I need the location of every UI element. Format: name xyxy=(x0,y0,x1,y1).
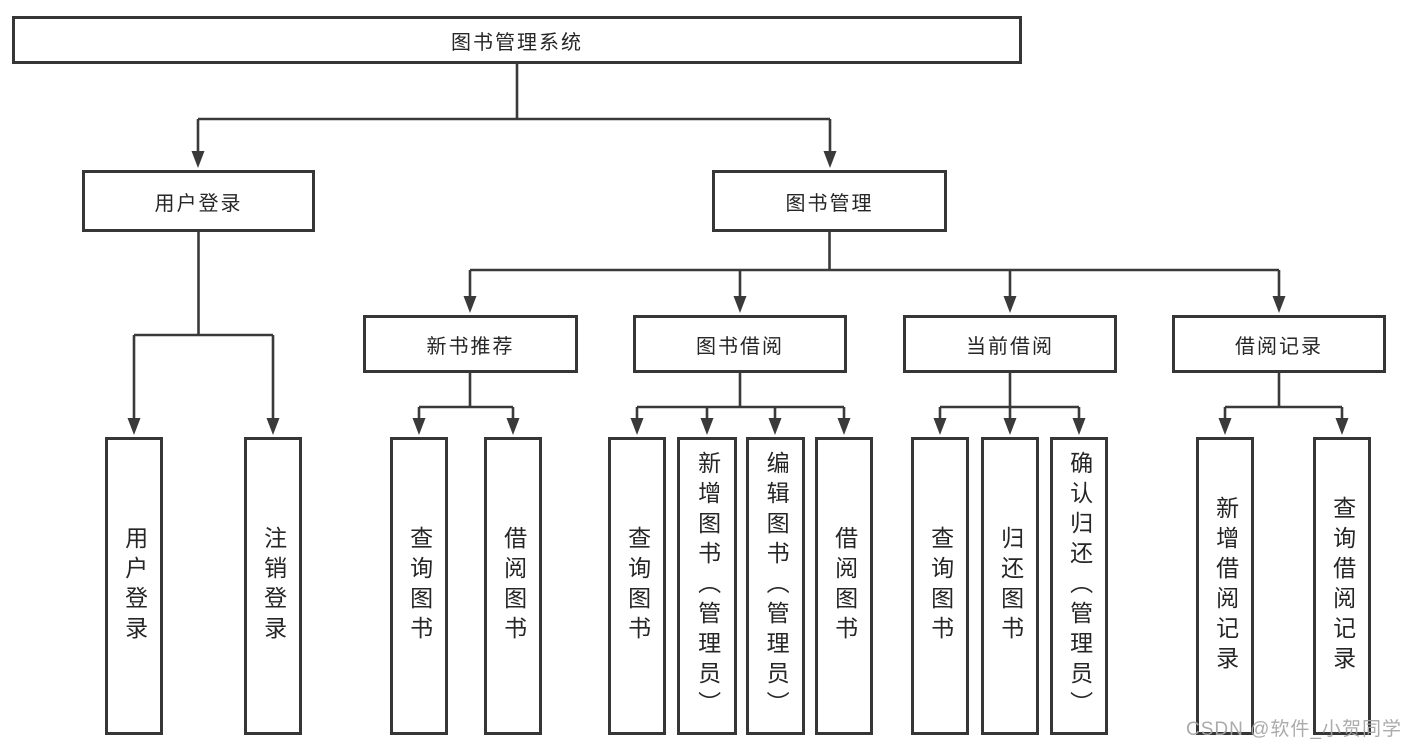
arrowhead-icon xyxy=(1218,418,1232,435)
arrowhead-icon xyxy=(1335,418,1349,435)
arrowhead-icon xyxy=(837,418,851,435)
node-leaf-user-login: 用户登录 xyxy=(105,437,163,735)
node-label: 借阅记录 xyxy=(1235,335,1323,358)
node-book-mgmt: 图书管理 xyxy=(712,170,947,232)
arrowhead-icon xyxy=(733,296,747,313)
node-leaf-borrow-book-1: 借阅图书 xyxy=(484,437,542,735)
arrowhead-icon xyxy=(1072,418,1086,435)
node-label: 图书借阅 xyxy=(696,335,784,358)
arrowhead-icon xyxy=(463,296,477,313)
arrowhead-icon xyxy=(933,418,947,435)
node-label: 当前借阅 xyxy=(966,335,1054,358)
connector-group xyxy=(933,373,1086,435)
node-label: 图书管理系统 xyxy=(451,31,583,54)
connector-group xyxy=(463,232,1286,313)
node-label: 查询图书 xyxy=(927,526,954,646)
node-user-login: 用户登录 xyxy=(82,170,315,232)
node-leaf-query-borrow-record: 查询借阅记录 xyxy=(1313,437,1371,735)
node-book-borrow: 图书借阅 xyxy=(633,315,847,373)
arrowhead-icon xyxy=(127,418,141,435)
node-label: 新增借阅记录 xyxy=(1212,496,1239,676)
node-current-borrow: 当前借阅 xyxy=(903,315,1117,373)
connector-group xyxy=(630,373,851,435)
connector-group xyxy=(191,64,837,168)
node-leaf-add-borrow-record: 新增借阅记录 xyxy=(1196,437,1254,735)
arrowhead-icon xyxy=(412,418,426,435)
arrowhead-icon xyxy=(1003,418,1017,435)
node-label: 注销登录 xyxy=(260,526,287,646)
node-label: 用户登录 xyxy=(121,526,148,646)
node-label: 归还图书 xyxy=(997,526,1024,646)
node-label: 新书推荐 xyxy=(426,335,515,358)
node-label: 用户登录 xyxy=(154,192,243,215)
node-label: 查询图书 xyxy=(624,526,651,646)
node-leaf-return-book: 归还图书 xyxy=(981,437,1039,735)
arrowhead-icon xyxy=(1272,296,1286,313)
node-leaf-query-book-1: 查询图书 xyxy=(390,437,448,735)
arrowhead-icon xyxy=(823,151,837,168)
node-borrow-records: 借阅记录 xyxy=(1172,315,1386,373)
arrowhead-icon xyxy=(768,418,782,435)
node-leaf-borrow-book-2: 借阅图书 xyxy=(815,437,873,735)
node-label: 编辑图书（管理员） xyxy=(763,451,790,721)
node-leaf-query-book-2: 查询图书 xyxy=(608,437,666,735)
arrowhead-icon xyxy=(630,418,644,435)
node-leaf-logout: 注销登录 xyxy=(244,437,302,735)
node-leaf-edit-book: 编辑图书（管理员） xyxy=(746,437,805,735)
connector-group xyxy=(1218,373,1349,435)
node-leaf-query-book-3: 查询图书 xyxy=(911,437,969,735)
connector-group xyxy=(127,232,280,435)
connector-group xyxy=(412,373,520,435)
node-label: 借阅图书 xyxy=(500,526,527,646)
node-root: 图书管理系统 xyxy=(12,16,1022,64)
node-label: 新增图书（管理员） xyxy=(694,451,721,721)
node-leaf-confirm-return: 确认归还（管理员） xyxy=(1050,437,1108,735)
node-label: 图书管理 xyxy=(785,192,874,215)
node-label: 查询图书 xyxy=(406,526,433,646)
node-label: 确认归还（管理员） xyxy=(1066,451,1093,721)
arrowhead-icon xyxy=(506,418,520,435)
node-label: 查询借阅记录 xyxy=(1329,496,1356,676)
csdn-watermark: CSDN @软件_小贺同学 xyxy=(1186,719,1402,740)
arrowhead-icon xyxy=(266,418,280,435)
arrowhead-icon xyxy=(191,151,205,168)
arrowhead-icon xyxy=(700,418,714,435)
node-leaf-add-book: 新增图书（管理员） xyxy=(677,437,737,735)
node-new-book-rec: 新书推荐 xyxy=(363,315,578,373)
arrowhead-icon xyxy=(1003,296,1017,313)
node-label: 借阅图书 xyxy=(831,526,858,646)
